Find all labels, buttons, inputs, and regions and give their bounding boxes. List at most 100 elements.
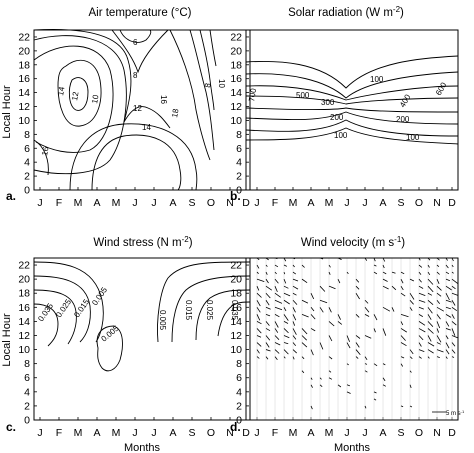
- wind-vector: [400, 335, 406, 341]
- x-tick-label: A: [169, 427, 176, 439]
- wind-vector: [436, 271, 440, 275]
- y-tick-label: 6: [236, 143, 242, 155]
- wind-vector: [256, 321, 262, 325]
- wind-vector: [445, 314, 452, 318]
- wind-vector: [382, 278, 388, 282]
- panel-c-contour-labels: 0.035 0.025 0.015 0.005 0.005 0.005 0.01…: [36, 285, 239, 343]
- wind-vector: [418, 292, 426, 296]
- x-tick-label: J: [344, 197, 349, 209]
- wind-vector: [445, 278, 451, 282]
- panel-b-contours: [245, 29, 459, 191]
- wind-vector: [265, 285, 273, 291]
- wind-vector: [283, 314, 289, 321]
- wind-vector: [364, 307, 370, 313]
- x-tick-label: N: [226, 197, 234, 209]
- wind-vector: [436, 356, 440, 358]
- y-tick-label: 16: [230, 302, 242, 314]
- panel-c: Wind stress (N m-2) 0246810121416182022J…: [6, 235, 251, 453]
- x-tick-label: O: [415, 197, 423, 209]
- wind-vector: [292, 271, 297, 275]
- wind-vector: [328, 377, 333, 380]
- contour-label: 100: [334, 131, 348, 140]
- wind-vector: [436, 278, 440, 284]
- wind-vector: [436, 285, 442, 291]
- wind-vector: [292, 299, 298, 305]
- wind-vector: [265, 278, 269, 284]
- panel-c-contours: [33, 257, 251, 421]
- panel-d-label: d.: [230, 420, 241, 434]
- x-tick-label: O: [207, 427, 215, 439]
- y-tick-label: 18: [230, 288, 242, 300]
- x-tick-label: M: [112, 197, 121, 209]
- wind-vector: [328, 356, 333, 360]
- wind-vector: [445, 264, 449, 269]
- panel-d-title: Wind velocity (m s-1): [301, 235, 405, 249]
- wind-vector: [256, 264, 260, 269]
- wind-vector: [451, 292, 459, 296]
- y-tick-label: 6: [236, 372, 242, 384]
- x-tick-label: J: [132, 197, 137, 209]
- wind-vector: [310, 328, 316, 332]
- y-tick-label: 4: [24, 386, 30, 398]
- x-tick-label: D: [448, 427, 456, 439]
- wind-vector: [328, 271, 331, 275]
- wind-vector: [319, 384, 323, 388]
- wind-vector: [427, 356, 430, 359]
- wind-vector: [292, 349, 297, 354]
- wind-vector: [256, 300, 261, 307]
- wind-vector: [409, 405, 413, 408]
- wind-vector: [391, 307, 395, 312]
- panel-d-xlabel: Months: [334, 442, 371, 453]
- wind-vector: [427, 278, 434, 285]
- wind-vector: [283, 356, 286, 359]
- wind-vector: [400, 292, 406, 297]
- contour-label: 0.005: [158, 310, 167, 331]
- wind-vector: [301, 342, 308, 348]
- wind-vector: [427, 342, 435, 347]
- y-tick-label: 12: [18, 330, 30, 342]
- panel-d: Wind velocity (m s-1) 024681012141618202…: [230, 235, 465, 453]
- y-tick-label: 10: [230, 344, 242, 356]
- contour-label: 18: [170, 107, 181, 118]
- y-tick-label: 0: [24, 415, 30, 427]
- wind-vector: [427, 307, 433, 314]
- wind-vector: [301, 328, 308, 335]
- contour-label: 16: [159, 95, 168, 104]
- wind-vector: [445, 342, 450, 349]
- wind-vector: [292, 285, 299, 290]
- wind-vector: [391, 271, 396, 274]
- wind-vector: [328, 307, 332, 313]
- wind-vector: [409, 370, 412, 373]
- x-tick-label: D: [448, 197, 456, 209]
- x-tick-label: O: [415, 427, 423, 439]
- wind-vector: [301, 264, 305, 268]
- wind-vector: [328, 370, 332, 373]
- wind-vector: [445, 335, 449, 340]
- contour-label: 0.025: [54, 297, 73, 319]
- wind-vector: [373, 314, 378, 321]
- wind-vector: [400, 321, 404, 326]
- wind-vector: [436, 321, 441, 329]
- wind-vector: [274, 271, 277, 275]
- y-tick-label: 8: [236, 358, 242, 370]
- contour-label: 0.005: [90, 285, 109, 307]
- wind-vector: [328, 264, 331, 268]
- wind-vector: [283, 328, 289, 334]
- y-tick-label: 14: [18, 316, 30, 328]
- y-tick-label: 10: [18, 115, 30, 127]
- wind-vector: [382, 285, 389, 290]
- y-tick-label: 12: [230, 101, 242, 113]
- wind-vector: [274, 321, 279, 328]
- y-tick-label: 12: [18, 101, 30, 113]
- wind-vector: [274, 342, 281, 346]
- wind-vector: [346, 342, 351, 349]
- wind-vector: [355, 278, 360, 283]
- wind-vector: [409, 299, 414, 305]
- wind-vector: [346, 384, 351, 387]
- wind-vector: [382, 257, 386, 262]
- panel-d-frame: [245, 257, 459, 421]
- x-tick-label: A: [93, 427, 100, 439]
- wind-vector: [418, 306, 424, 310]
- x-tick-label: J: [362, 427, 367, 439]
